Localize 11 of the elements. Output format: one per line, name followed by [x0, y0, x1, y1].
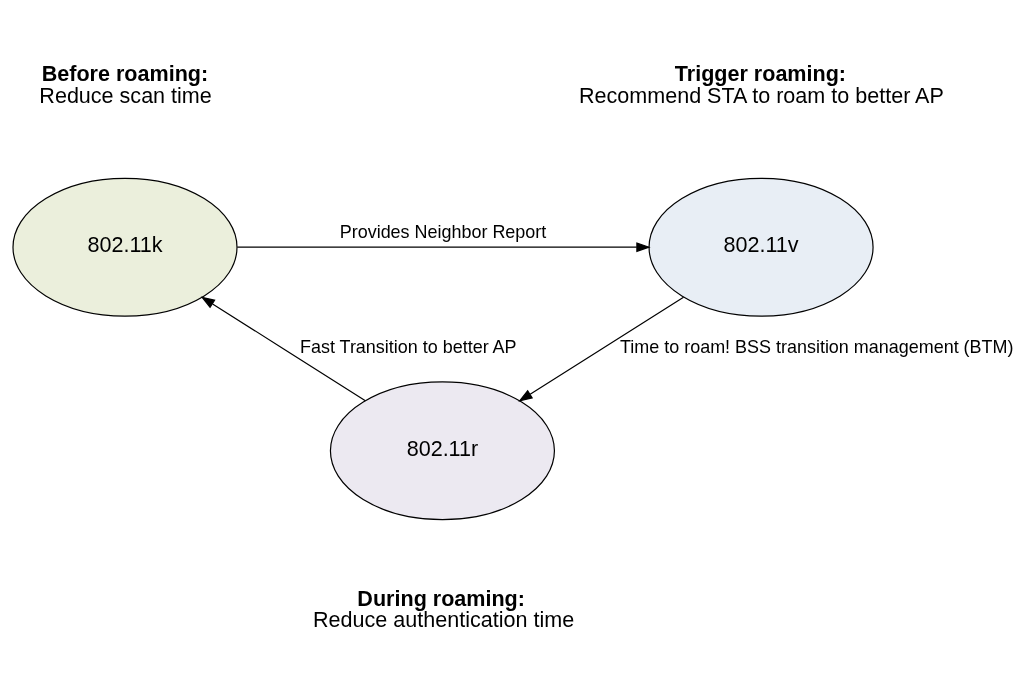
arrow	[236, 242, 651, 253]
edge-label: Fast Transition to better AP	[300, 337, 517, 358]
arrow	[200, 296, 366, 402]
node-ellipse: 802.11r	[329, 381, 556, 521]
node-ellipse: 802.11v	[648, 177, 874, 317]
edge-label: Provides Neighbor Report	[339, 221, 547, 242]
node-ellipse: 802.11k	[12, 177, 238, 317]
arrow	[518, 296, 685, 402]
node-label: During roaming:	[357, 585, 525, 611]
node-label: Before roaming:	[41, 61, 209, 87]
edge-label: Time to roam! BSS transition management (BTM)	[620, 337, 1014, 358]
